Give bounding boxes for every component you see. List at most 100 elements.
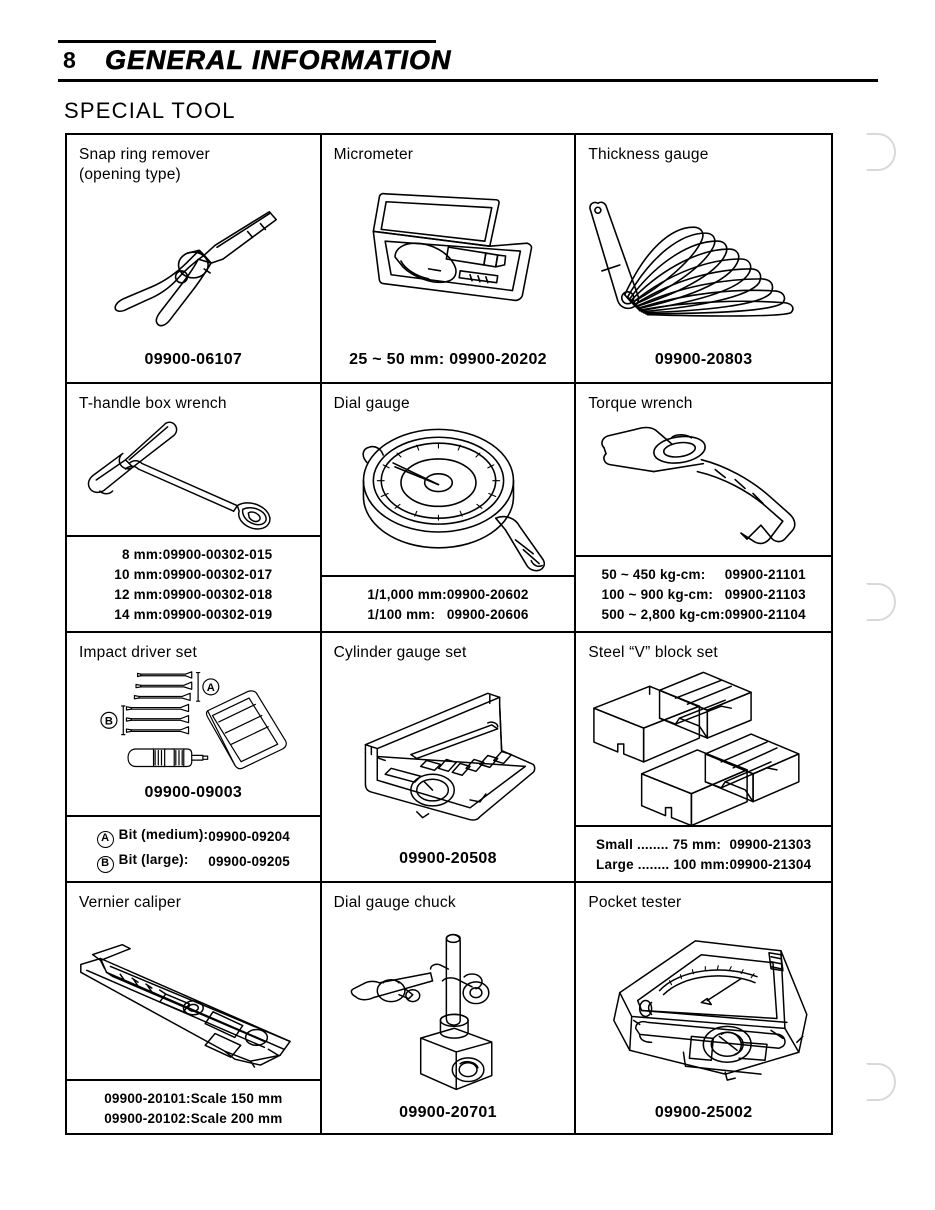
part-number: 09900-21304	[729, 856, 812, 872]
range-label: 100 ~ 900 kg-cm:	[601, 586, 714, 602]
tool-name: Vernier caliper	[79, 894, 182, 911]
part-number-list: 50 ~ 450 kg-cm: 09900-21101 100 ~ 900 kg…	[576, 555, 831, 631]
bit-label-text: Bit (large):	[118, 851, 189, 867]
tool-cell-thickness-gauge: Thickness gauge	[576, 135, 831, 384]
tool-cell-t-handle-box-wrench: T-handle box wrench	[67, 384, 322, 633]
scale-label: Scale 150 mm	[190, 1090, 283, 1106]
t-handle-wrench-icon	[67, 414, 320, 535]
punch-hole	[866, 583, 896, 621]
resolution-label: 1/100 mm:	[367, 606, 436, 622]
header-rule-top	[58, 40, 436, 43]
table-row: Small ........ 75 mm: 09900-21303	[596, 834, 811, 854]
table-row: 500 ~ 2,800 kg-cm: 09900-21104	[601, 604, 805, 624]
table-row: 12 mm: 09900-00302-018	[114, 584, 272, 604]
punch-hole	[866, 133, 896, 171]
part-number: 09900-20606	[446, 606, 529, 622]
part-number: 09900-09205	[208, 854, 291, 869]
tool-name: Snap ring remover (opening type)	[79, 146, 210, 183]
tool-name: T-handle box wrench	[79, 395, 227, 412]
v-blocks-icon	[576, 663, 831, 825]
part-number: 09900-21303	[729, 836, 812, 852]
size-label: 8 mm:	[122, 546, 163, 562]
table-row: 100 ~ 900 kg-cm: 09900-21103	[601, 584, 805, 604]
vernier-caliper-icon	[67, 913, 320, 1079]
svg-text:B: B	[105, 715, 113, 727]
bit-label-text: Bit (medium):	[118, 826, 209, 842]
part-number: 09900-06107	[144, 351, 243, 368]
part-number-table: 50 ~ 450 kg-cm: 09900-21101 100 ~ 900 kg…	[601, 564, 805, 624]
table-row: 1/1,000 mm: 09900-20602	[367, 584, 528, 604]
part-number-list: 8 mm: 09900-00302-015 10 mm: 09900-00302…	[67, 535, 320, 631]
size-label: Large ........ 100 mm:	[596, 856, 730, 872]
feeler-gauge-icon	[576, 165, 831, 351]
tool-cell-snap-ring-remover: Snap ring remover (opening type) 09900-0…	[67, 135, 322, 384]
tool-cell-dial-gauge-chuck: Dial gauge chuck	[322, 883, 577, 1135]
impact-driver-set-icon: A B	[67, 663, 320, 784]
tool-name: Dial gauge chuck	[333, 894, 456, 911]
tool-name: Dial gauge	[333, 395, 410, 412]
scale-label: Scale 200 mm	[190, 1110, 283, 1126]
part-number-table: 1/1,000 mm: 09900-20602 1/100 mm: 09900-…	[367, 584, 528, 624]
tool-name: Thickness gauge	[588, 146, 709, 163]
size-label: 12 mm:	[114, 586, 163, 602]
part-number: 09900-09204	[208, 829, 291, 844]
table-row: 50 ~ 450 kg-cm: 09900-21101	[601, 564, 805, 584]
tool-name: Impact driver set	[79, 644, 197, 661]
table-row: 10 mm: 09900-00302-017	[114, 564, 272, 584]
tool-cell-pocket-tester: Pocket tester	[576, 883, 831, 1135]
tool-cell-cylinder-gauge-set: Cylinder gauge set	[321, 633, 577, 883]
svg-text:A: A	[207, 682, 215, 694]
tool-cell-dial-gauge: Dial gauge	[321, 384, 577, 633]
part-number: 09900-00302-019	[162, 606, 273, 622]
resolution-label: 1/1,000 mm:	[367, 586, 447, 602]
special-tool-table: Snap ring remover (opening type) 09900-0…	[65, 133, 833, 1135]
size-label: Small ........ 75 mm:	[596, 836, 722, 852]
dial-gauge-icon	[322, 414, 575, 575]
part-number: 09900-00302-015	[162, 546, 273, 562]
table-row: 09900-20101: Scale 150 mm	[104, 1088, 282, 1108]
tool-name: Cylinder gauge set	[333, 644, 467, 661]
micrometer-case-icon	[322, 165, 575, 351]
callout-marker-a: A	[96, 830, 114, 848]
table-row: 8 mm: 09900-00302-015	[114, 544, 272, 564]
part-number: 09900-21101	[724, 566, 806, 582]
page-number: 8	[63, 47, 76, 73]
part-number: 09900-09003	[144, 784, 243, 801]
size-label: 10 mm:	[114, 566, 163, 582]
tool-name: Micrometer	[333, 146, 414, 163]
magnetic-base-stand-icon	[322, 913, 575, 1104]
tool-name: Steel “V” block set	[588, 644, 718, 661]
part-number: 09900-00302-018	[162, 586, 273, 602]
part-number-table: Small ........ 75 mm: 09900-21303 Large …	[596, 834, 811, 874]
part-number-list: 1/1,000 mm: 09900-20602 1/100 mm: 09900-…	[321, 575, 575, 631]
punch-hole	[866, 1063, 896, 1101]
table-row: 14 mm: 09900-00302-019	[114, 604, 272, 624]
part-number-list: 09900-20101: Scale 150 mm 09900-20102: S…	[67, 1079, 320, 1135]
range-label: 50 ~ 450 kg-cm:	[601, 566, 706, 582]
tool-cell-impact-driver-set: Impact driver set	[67, 633, 322, 883]
part-number: 25 ~ 50 mm: 09900-20202	[349, 351, 547, 368]
part-number: 09900-20803	[654, 351, 753, 368]
table-row: 09900-20102: Scale 200 mm	[104, 1108, 282, 1128]
part-number: 09900-20101:	[104, 1090, 191, 1106]
part-number: 09900-25002	[654, 1104, 753, 1121]
tool-cell-vernier-caliper: Vernier caliper	[67, 883, 322, 1135]
table-row: Large ........ 100 mm: 09900-21304	[596, 854, 811, 874]
tool-cell-steel-v-block-set: Steel “V” block set	[576, 633, 831, 883]
callout-marker-b: B	[96, 855, 114, 873]
torque-wrench-icon	[576, 414, 831, 555]
part-number: 09900-21103	[724, 586, 806, 602]
tool-cell-micrometer: Micrometer 25 ~ 50 mm:	[321, 135, 577, 384]
part-number: 09900-20701	[399, 1104, 497, 1121]
page-title: GENERAL INFORMATION	[105, 45, 452, 76]
snap-ring-pliers-icon	[67, 185, 320, 351]
part-number-list: Small ........ 75 mm: 09900-21303 Large …	[576, 825, 831, 881]
analog-multimeter-icon	[576, 913, 831, 1104]
part-number: 09900-00302-017	[162, 566, 273, 582]
cylinder-gauge-case-icon	[322, 663, 575, 850]
section-title: SPECIAL TOOL	[64, 98, 236, 123]
tool-name: Pocket tester	[588, 894, 682, 911]
